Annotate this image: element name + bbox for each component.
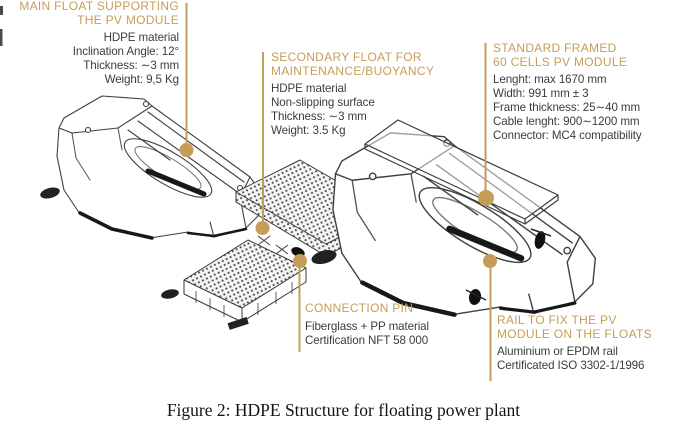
spec-line: Cable lenght: 900∼1200 mm: [493, 115, 640, 128]
callout-heading: CONNECTION PIN: [305, 301, 429, 316]
callout-heading: STANDARD FRAMED 60 CELLS PV MODULE: [493, 41, 642, 69]
spec-line: Aluminium or EPDM rail: [497, 345, 618, 358]
callout-specs: HDPE material Non-slipping surface Thick…: [271, 82, 434, 138]
spec-line: Certification NFT 58 000: [305, 333, 429, 347]
callout-rail: RAIL TO FIX THE PV MODULE ON THE FLOATS …: [497, 313, 652, 373]
callout-main-float: MAIN FLOAT SUPPORTING THE PV MODULE HDPE…: [19, 0, 179, 87]
heading-line: THE PV MODULE: [77, 12, 179, 27]
heading-line: CONNECTION PIN: [305, 301, 414, 315]
callout-specs: Aluminium or EPDM rail Certificated ISO …: [497, 345, 652, 373]
heading-line: RAIL TO FIX THE PV: [497, 313, 617, 327]
spec-line: Connector: MC4 compatibility: [493, 129, 642, 142]
spec-line: Width: 991 mm ± 3: [493, 87, 589, 100]
cleat: [161, 289, 179, 299]
callout-dot-rail: [483, 254, 497, 268]
callout-heading: SECONDARY FLOAT FOR MAINTENANCE/BUOYANCY: [271, 50, 435, 78]
pv-panel: [364, 119, 559, 225]
page-edge-artifact: [0, 6, 3, 46]
heading-line: SECONDARY FLOAT FOR: [271, 50, 422, 64]
cleat: [40, 187, 60, 199]
spec-line: Frame thickness: 25∼40 mm: [493, 101, 641, 114]
callout-pv-module: STANDARD FRAMED 60 CELLS PV MODULE Lengh…: [493, 41, 642, 143]
spec-line: Certificated ISO 3302-1/1996: [497, 359, 645, 372]
heading-line: MAIN FLOAT SUPPORTING: [19, 0, 179, 13]
secondary-float-lower: [161, 239, 307, 330]
spec-line: HDPE material: [103, 31, 179, 44]
left-main-float: [40, 95, 263, 240]
figure-caption: Figure 2: HDPE Structure for floating po…: [166, 400, 521, 420]
heading-line: MAINTENANCE/BUOYANCY: [271, 63, 435, 78]
callout-dot-connection-pin: [293, 254, 307, 268]
spec-line: HDPE material: [271, 82, 347, 95]
callout-dot-secondary-float: [255, 221, 270, 235]
callout-leaders: [179, 3, 497, 381]
spec-line: Thickness: ∼3 mm: [83, 59, 179, 72]
callout-secondary-float: SECONDARY FLOAT FOR MAINTENANCE/BUOYANCY…: [271, 50, 435, 138]
heading-line: MODULE ON THE FLOATS: [497, 326, 652, 341]
pin-lacing: [257, 235, 289, 255]
spec-line: Inclination Angle: 12°: [72, 45, 179, 58]
spec-line: Thickness: ∼3 mm: [271, 110, 367, 123]
callout-heading: MAIN FLOAT SUPPORTING THE PV MODULE: [19, 0, 179, 27]
spec-line: Non-slipping surface: [271, 96, 375, 109]
heading-line: 60 CELLS PV MODULE: [493, 54, 628, 69]
callout-specs: Lenght: max 1670 mm Width: 991 mm ± 3 Fr…: [493, 73, 642, 143]
spec-line: Weight: 9,5 Kg: [104, 73, 180, 86]
callout-specs: Fiberglass + PP material Certification N…: [305, 320, 429, 348]
connection-pin-hardware: [291, 228, 552, 305]
callout-heading: RAIL TO FIX THE PV MODULE ON THE FLOATS: [497, 313, 652, 341]
spec-line: Weight: 3.5 Kg: [271, 124, 346, 137]
spec-line: Fiberglass + PP material: [305, 319, 430, 333]
callout-dot-pv-module: [478, 190, 494, 206]
callout-dot-main-float: [179, 143, 194, 157]
callout-connection-pin: CONNECTION PIN Fiberglass + PP material …: [305, 301, 429, 348]
spec-line: Lenght: max 1670 mm: [493, 73, 607, 86]
callout-specs: HDPE material Inclination Angle: 12° Thi…: [19, 31, 179, 87]
heading-line: STANDARD FRAMED: [493, 41, 617, 55]
